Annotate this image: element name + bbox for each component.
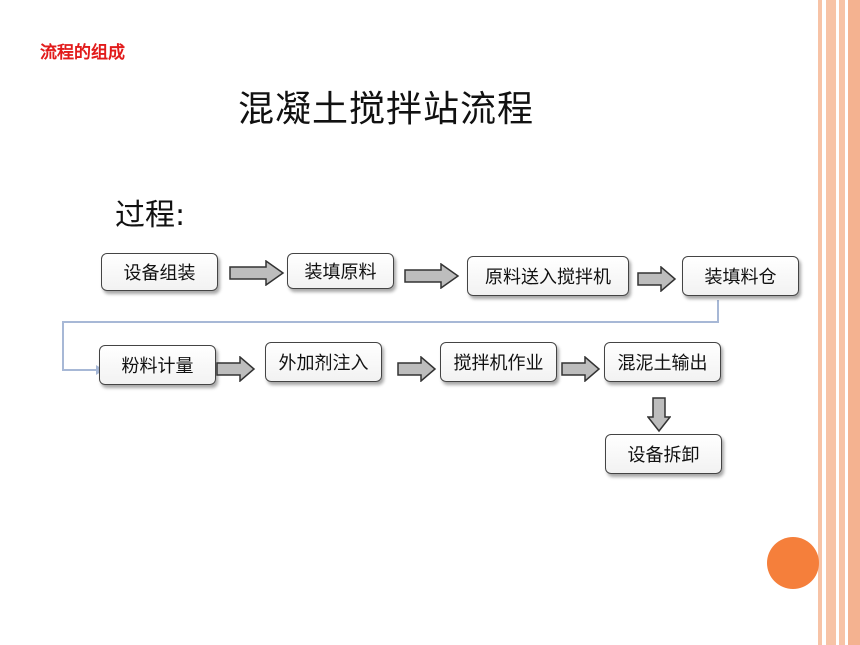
step-box: 设备组装 bbox=[101, 253, 218, 291]
step-label: 装填原料 bbox=[304, 262, 377, 283]
step-box: 设备拆卸 bbox=[605, 434, 722, 474]
step-box: 混泥土输出 bbox=[604, 342, 721, 382]
step-label: 混泥土输出 bbox=[617, 353, 708, 374]
decor-stripe bbox=[818, 0, 822, 645]
step-box: 粉料计量 bbox=[99, 345, 216, 385]
decor-stripe bbox=[839, 0, 845, 645]
slide-title: 混凝土搅拌站流程 bbox=[238, 89, 535, 130]
step-box: 搅拌机作业 bbox=[440, 342, 557, 382]
step-label: 搅拌机作业 bbox=[453, 353, 544, 374]
step-box: 装填料仓 bbox=[682, 256, 799, 296]
decor-circle bbox=[767, 537, 819, 589]
step-label: 装填料仓 bbox=[704, 267, 777, 288]
right-arrow-icon bbox=[404, 263, 460, 289]
step-label: 粉料计量 bbox=[121, 356, 194, 377]
step-label: 原料送入搅拌机 bbox=[485, 267, 611, 288]
step-box: 外加剂注入 bbox=[265, 342, 382, 382]
right-arrow-icon bbox=[637, 266, 677, 292]
down-arrow-icon bbox=[647, 397, 671, 433]
step-label: 设备组装 bbox=[123, 263, 196, 284]
step-label: 外加剂注入 bbox=[278, 353, 369, 374]
process-label: 过程: bbox=[115, 198, 186, 233]
right-arrow-icon bbox=[229, 260, 285, 286]
step-label: 设备拆卸 bbox=[627, 445, 700, 466]
right-arrow-icon bbox=[397, 356, 437, 382]
section-label: 流程的组成 bbox=[40, 43, 125, 63]
decor-stripe bbox=[826, 0, 836, 645]
step-box: 装填原料 bbox=[287, 253, 394, 289]
right-arrow-icon bbox=[216, 356, 256, 382]
decor-stripe bbox=[848, 0, 860, 645]
right-arrow-icon bbox=[561, 356, 601, 382]
step-box: 原料送入搅拌机 bbox=[467, 256, 629, 296]
